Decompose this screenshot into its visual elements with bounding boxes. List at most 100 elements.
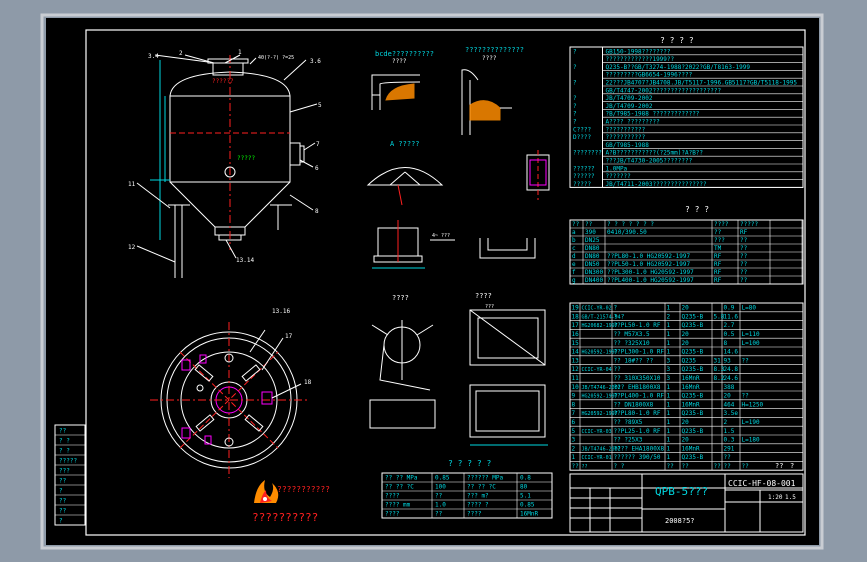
design-data-cell: ??? m? [467, 493, 489, 500]
nozzle-table-title: ? ? ? [685, 205, 709, 214]
nozzle-cell: 390 [585, 229, 596, 236]
drawing-sheet: 1.5 [785, 494, 796, 501]
bom-cell: HG20592-1997 [582, 350, 618, 356]
bom-cell: 3 [667, 375, 671, 382]
bom-cell: ? ? [614, 313, 625, 320]
bom-cell: Q235-B [682, 322, 704, 329]
bom-cell: ??? EHB1800X8 [614, 384, 661, 391]
bom-cell: 291 [724, 445, 735, 452]
bom-cell: ??PL25-1.0 RF [614, 428, 661, 435]
callout-nozzle-top: 40(?-?) ?=25 [258, 55, 294, 61]
bom-header-cell: ?? [714, 463, 722, 470]
bom-cell: HG20592-1997 [582, 411, 618, 417]
nozzle-cell: ?? [740, 261, 748, 268]
nozzle-cell: RF [714, 269, 722, 276]
bom-header-cell: ? ? [614, 463, 625, 470]
bom-cell: ?? ?89X5 [614, 419, 643, 426]
view-title-lifting: ???? [392, 294, 409, 302]
callout-2: 2 [179, 50, 183, 57]
shell [169, 95, 291, 183]
bom-cell: 11 [572, 375, 580, 382]
bom-cell: 1 [667, 384, 671, 391]
design-data-cell: ?? [435, 511, 443, 518]
bom-cell: 20 [682, 331, 690, 338]
view-title-flange: ???? [475, 292, 492, 300]
tech-req-label: ???????? [573, 150, 602, 157]
bom-header-cell: ?? [572, 463, 580, 470]
design-data-cell: ?? ?? ?C [467, 484, 496, 491]
bom-cell: 2 [667, 313, 671, 320]
nozzle-cell: ?? [714, 229, 722, 236]
tech-req-label: ? [573, 103, 577, 110]
bom-cell: 3 [572, 437, 576, 444]
tech-req-text: A?B???????????(?25mm)?A?B?? [606, 150, 704, 157]
nozzle-cell: d [572, 253, 576, 260]
bom-cell: 1.5 [724, 428, 735, 435]
tech-req-title: ? ? ? ? [660, 36, 694, 45]
bom-cell: 1 [667, 437, 671, 444]
tech-req-label: ?????? [573, 165, 595, 172]
bom-cell: 24.8 [724, 366, 739, 373]
bom-cell: Q235-B [682, 428, 704, 435]
bom-cell: 1 [667, 419, 671, 426]
design-data-title: ? ? ? ? ? [448, 459, 492, 468]
callout-7: 7 [316, 141, 320, 148]
bom-cell: 16 [572, 331, 580, 338]
nozzle-cell: ?? [740, 245, 748, 252]
tech-req-label: C???? [573, 126, 591, 133]
bom-cell: CCIC-YR-01 [582, 455, 612, 461]
bom-cell: 1 [667, 393, 671, 400]
bom-cell: Q235-B [682, 410, 704, 417]
tech-req-text: A???? ????????? [606, 119, 661, 126]
bom-cell: L=180 [742, 437, 760, 444]
tech-req-text: GB/T985-1988 [606, 142, 650, 149]
nozzle-cell: ??PL80-1.0 HG20592-1997 [607, 253, 690, 260]
tech-req-text: 1.0MPa [606, 165, 628, 172]
bom-cell: JB/T4746-2002 [582, 446, 621, 452]
bom-cell: Q235-B [682, 313, 704, 320]
bom-header-cell: ?? [742, 463, 750, 470]
bom-cell: 1 [667, 410, 671, 417]
nozzle-cell: ?? [740, 253, 748, 260]
bom-cell: 14 [572, 349, 580, 356]
callout-17: 17 [285, 333, 293, 340]
view-title-3: A ????? [390, 140, 420, 148]
nozzle-cell: RF [714, 277, 722, 284]
tech-req-label: ? [573, 64, 577, 71]
bom-cell: 5 [572, 428, 576, 435]
bom-cell: 1 [667, 445, 671, 452]
bom-cell: 3.5e [724, 410, 739, 417]
bom-cell: ? [614, 305, 618, 312]
bom-cell: 13 [572, 357, 580, 364]
tech-req-label: ? [573, 119, 577, 126]
bom-cell: 0.5 [724, 331, 735, 338]
bom-cell: 10 [572, 384, 580, 391]
bom-cell: 19 [572, 305, 580, 312]
callout-8: 8 [315, 208, 319, 215]
tech-req-label: ? [573, 48, 577, 55]
tech-req-text: ??????? [606, 173, 632, 180]
callout-13-16: 13.16 [272, 308, 290, 315]
nozzle-header-cell: ?? [572, 221, 580, 228]
bom-cell: HG20682-1997 [582, 323, 618, 329]
svg-text:???: ??? [485, 304, 494, 310]
tech-req-label: ????? [573, 181, 591, 188]
bom-cell: CCIC-YR-04 [582, 367, 612, 373]
nozzle-cell: c [572, 245, 576, 252]
bom-cell: ?? [742, 393, 750, 400]
bom-cell: Q235-B [682, 349, 704, 356]
bom-cell: ?? 310X350X10 [614, 375, 661, 382]
bom-cell: 1 [667, 349, 671, 356]
svg-text:4~ ???: 4~ ??? [432, 233, 450, 239]
tech-req-text: Q235-B??GB/T3274-1988?2022?GB/T8163-1999 [606, 64, 751, 71]
right-strip [769, 219, 803, 285]
bom-cell: L=190 [742, 419, 760, 426]
design-data-cell: ?????? MPa [467, 475, 504, 482]
nozzle-cell: a [572, 229, 576, 236]
bom-cell: 1 [667, 305, 671, 312]
nozzle-cell: ??PL400-1.0 HG20592-1997 [607, 277, 694, 284]
left-strip-cell: ? ? [59, 448, 70, 455]
detail-lifting-lug [369, 320, 436, 429]
bom-cell: ?? DN1800X8 [614, 401, 654, 408]
